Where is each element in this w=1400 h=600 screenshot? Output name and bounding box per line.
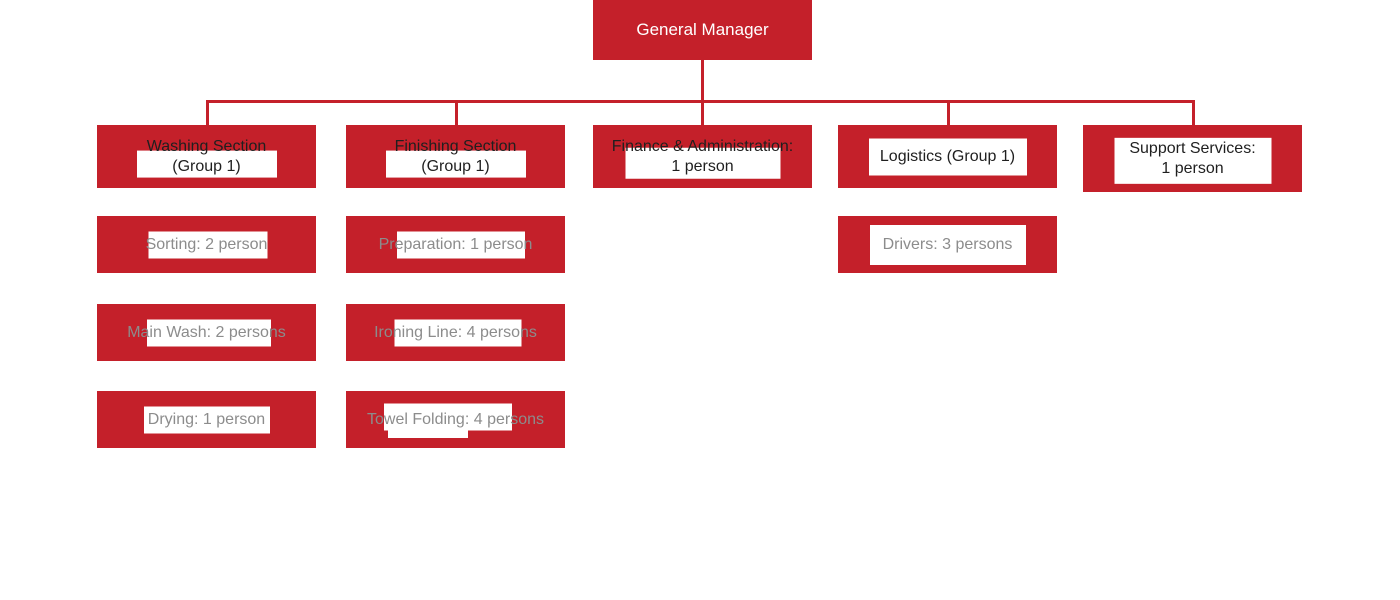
label-plate [136,150,277,178]
label-plate [868,138,1027,175]
label-plate [148,231,267,258]
node-support-services[interactable]: Support Services: 1 person [1083,125,1302,192]
node-finance-administration[interactable]: Finance & Administration: 1 person [593,125,812,188]
node-general-manager[interactable]: General Manager [593,0,812,60]
label-plate [1114,137,1271,184]
node-general-manager-label: General Manager [636,19,769,39]
connector-drop-finishing-section [455,100,458,125]
node-sorting[interactable]: Sorting: 2 person [97,216,316,273]
node-ironing-line[interactable]: Ironing Line: 4 persons [346,304,565,361]
label-plate [385,150,526,178]
label-plate [869,224,1026,265]
label-plate [146,319,271,346]
connector-drop-logistics [947,100,950,125]
connector-drop-washing-section [206,100,209,125]
label-plate [394,319,521,346]
node-finishing-section[interactable]: Finishing Section (Group 1) [346,125,565,188]
connector-drop-support-services [1192,100,1195,125]
node-drying[interactable]: Drying: 1 person [97,391,316,448]
node-towel-folding[interactable]: Towel Folding: 4 persons [346,391,565,448]
connector-drop-finance-administration [701,100,704,125]
node-drivers[interactable]: Drivers: 3 persons [838,216,1057,273]
node-main-wash[interactable]: Main Wash: 2 persons [97,304,316,361]
label-plate [396,231,525,258]
node-washing-section[interactable]: Washing Section (Group 1) [97,125,316,188]
label-plate [625,147,780,179]
label-plate [143,406,270,433]
node-logistics[interactable]: Logistics (Group 1) [838,125,1057,188]
connector-root-trunk [701,60,704,100]
node-preparation[interactable]: Preparation: 1 person [346,216,565,273]
connector-horizontal-rail [207,100,1193,103]
label-plate [387,423,468,438]
